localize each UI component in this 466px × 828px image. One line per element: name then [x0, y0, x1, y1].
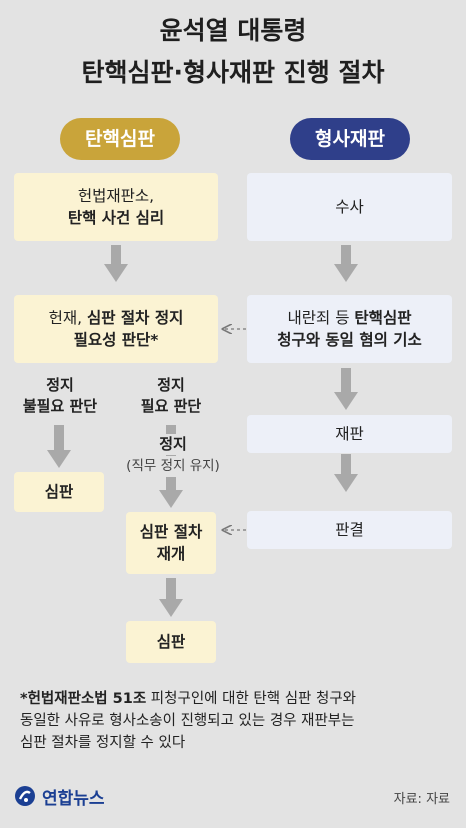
box-suspension-line1-normal: 헌재, — [48, 309, 87, 327]
box-trial-left: 심판 — [14, 472, 104, 512]
footnote-bold: *헌법재판소법 51조 — [20, 691, 147, 707]
box-verdict: 판결 — [247, 511, 452, 549]
footnote-text1: 피청구인에 대한 탄핵 심판 청구와 — [146, 691, 357, 707]
box-indictment-line1: 내란죄 등 탄핵심판 — [288, 307, 412, 329]
box-court-review-line2: 탄핵 사건 심리 — [67, 209, 165, 227]
arrow-down-icon — [104, 245, 128, 282]
branch-not-needed-line1: 정지 — [46, 376, 74, 394]
stop-sub-label: (직무 정지 유지) — [124, 456, 222, 477]
box-court-review: 헌법재판소, 탄핵 사건 심리 — [14, 173, 218, 241]
box-resume-line2: 재개 — [156, 545, 186, 563]
box-trial-final: 심판 — [126, 621, 216, 663]
footer-logo: 연합뉴스 — [14, 784, 105, 809]
footnote: *헌법재판소법 51조 피청구인에 대한 탄핵 심판 청구와 동일한 사유로 형… — [20, 688, 460, 754]
branch-not-needed-line2: 불필요 판단 — [22, 397, 98, 415]
title-line-2: 탄핵심판·형사재판 진행 절차 — [81, 58, 385, 87]
box-suspension-line1: 헌재, 심판 절차 정지 — [49, 307, 184, 329]
arrow-down-icon — [334, 245, 358, 282]
box-suspension-line1-bold: 심판 절차 정지 — [87, 309, 184, 327]
logo-text: 연합뉴스 — [42, 788, 105, 809]
box-resume-line1: 심판 절차 — [139, 523, 203, 541]
arrow-down-icon — [47, 425, 71, 468]
stop-label: 정지 — [157, 434, 189, 455]
box-indictment-line2: 청구와 동일 혐의 기소 — [277, 331, 422, 349]
box-indictment-line1-bold: 탄핵심판 — [354, 309, 412, 327]
branch-needed: 정지 필요 판단 — [118, 375, 224, 417]
footnote-line2: 동일한 사유로 형사소송이 진행되고 있는 경우 재판부는 — [20, 713, 355, 729]
arrow-down-icon — [334, 454, 358, 492]
box-suspension-decision: 헌재, 심판 절차 정지 필요성 판단* — [14, 295, 218, 363]
branch-not-needed: 정지 불필요 판단 — [4, 375, 116, 417]
footnote-line3: 심판 절차를 정지할 수 있다 — [20, 735, 186, 751]
box-resume: 심판 절차 재개 — [126, 512, 216, 574]
arrow-down-icon — [159, 578, 183, 617]
stop-label-group: 정지 (직무 정지 유지) — [108, 434, 238, 477]
header-impeachment: 탄핵심판 — [60, 118, 180, 160]
box-indictment-line1-normal: 내란죄 등 — [287, 309, 355, 327]
box-suspension-line2: 필요성 판단* — [73, 331, 159, 349]
source-label: 자료: 자료 — [393, 792, 450, 807]
branch-needed-line2: 필요 판단 — [140, 397, 202, 415]
title-line-1: 윤석열 대통령 — [159, 16, 307, 45]
header-criminal-trial: 형사재판 — [290, 118, 410, 160]
branch-needed-line1: 정지 — [157, 376, 185, 394]
footnote-line1: *헌법재판소법 51조 피청구인에 대한 탄핵 심판 청구와 — [20, 688, 460, 710]
box-court-review-line1: 헌법재판소, — [77, 187, 155, 205]
box-investigation: 수사 — [247, 173, 452, 241]
arrow-down-icon — [334, 368, 358, 410]
box-trial: 재판 — [247, 415, 452, 453]
box-indictment: 내란죄 등 탄핵심판 청구와 동일 혐의 기소 — [247, 295, 452, 363]
yonhap-logo-icon — [15, 786, 35, 806]
